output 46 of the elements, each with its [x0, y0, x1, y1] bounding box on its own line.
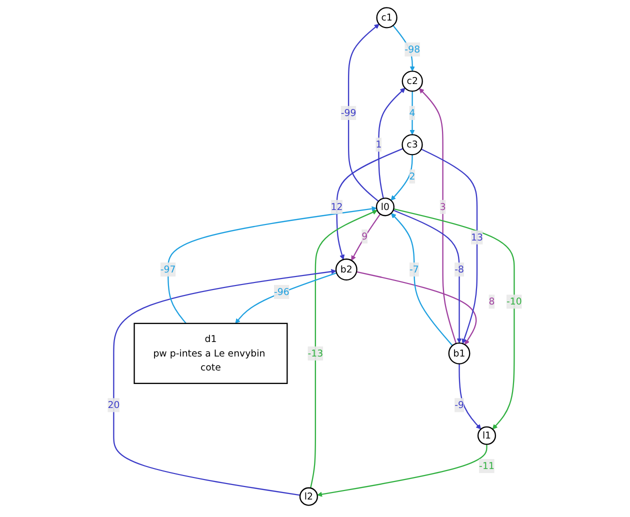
edge-label: 4: [409, 107, 416, 118]
edge-label: 3: [440, 201, 446, 212]
edge-label: -10: [506, 296, 522, 307]
node-circle: c3: [402, 134, 424, 156]
node-box: d1 pw p-intes a Le envybin cote: [134, 322, 288, 384]
arrow: [393, 210, 462, 344]
arrow: [421, 148, 478, 344]
arrow: [356, 271, 477, 345]
arrow: [235, 272, 337, 324]
node-circle: l2: [300, 487, 318, 506]
arrow: [348, 24, 380, 202]
arrow: [410, 91, 416, 135]
edge-label: -9: [454, 399, 464, 410]
arrow: [391, 212, 454, 346]
node-circle: b1: [448, 342, 470, 364]
edge-label: 2: [409, 170, 416, 182]
arrow: [317, 444, 488, 497]
edge-label: 9: [362, 230, 368, 242]
edge-label: 20: [108, 399, 120, 410]
arrow: [168, 206, 377, 324]
edge-label: -13: [308, 348, 324, 359]
edge-label: -11: [479, 460, 495, 472]
arrow: [378, 88, 406, 199]
edge-label: -97: [160, 264, 176, 275]
arrow: [419, 88, 457, 344]
edge-label: 12: [330, 201, 343, 212]
edge-label: -8: [454, 264, 464, 275]
arrow: [394, 208, 515, 430]
edge-label: 13: [471, 231, 484, 243]
edge-label: -98: [404, 44, 420, 55]
edge-label: 8: [488, 296, 495, 307]
arrow: [390, 154, 414, 201]
arrow: [113, 269, 337, 496]
node-circle: b2: [336, 258, 358, 280]
arrow: [351, 214, 381, 261]
node-circle: c2: [402, 70, 424, 92]
node-circle: l1: [478, 426, 496, 445]
arrow: [336, 148, 404, 260]
edge-label: -7: [410, 264, 420, 275]
arrow: [310, 210, 378, 488]
edge-label: -99: [341, 107, 356, 118]
node-circle: l0: [376, 198, 395, 216]
arrow: [458, 364, 482, 430]
edge-label: 1: [376, 138, 382, 150]
node-circle: c1: [376, 7, 398, 28]
edge-label: -96: [274, 286, 290, 298]
